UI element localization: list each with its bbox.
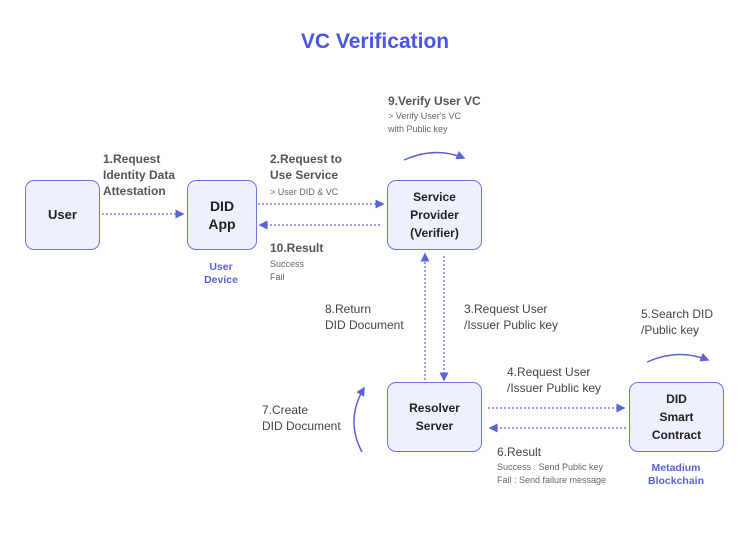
group-metadium-blockchain: Metadium Blockchain xyxy=(647,462,705,487)
step-2-label: 2.Request to Use Service xyxy=(270,152,343,182)
arrow-7 xyxy=(353,386,365,453)
step-1-label: 1.Request Identity Data Attestation xyxy=(103,152,176,198)
arrow-5 xyxy=(646,353,710,363)
node-did-smart-contract[interactable]: DID Smart Contract xyxy=(629,382,724,452)
step-7-label: 7.Create DID Document xyxy=(262,403,341,433)
group-user-device: User Device xyxy=(204,261,238,286)
step-6-label: 6.Result xyxy=(497,445,542,459)
step-9-label: 9.Verify User VC xyxy=(388,94,481,108)
step-10-label: 10.Result xyxy=(270,241,324,255)
step-9-sub: > Verify User's VC with Public key xyxy=(388,111,461,134)
node-service-provider[interactable]: Service Provider (Verifier) xyxy=(387,180,482,250)
step-8-label: 8.Return DID Document xyxy=(325,302,404,332)
step-10-sub: Success Fail xyxy=(270,259,305,282)
step-3-label: 3.Request User /Issuer Public key xyxy=(464,302,559,332)
page-title: VC Verification xyxy=(300,30,450,53)
node-did-app[interactable]: DID App xyxy=(187,180,257,250)
step-2-sub: > User DID & VC xyxy=(270,187,339,197)
node-user[interactable]: User xyxy=(25,180,100,250)
step-5-label: 5.Search DID /Public key xyxy=(641,307,714,337)
node-resolver-server[interactable]: Resolver Server xyxy=(387,382,482,452)
step-6-sub: Success : Send Public key Fail : Send fa… xyxy=(497,462,607,485)
arrow-9 xyxy=(403,150,466,161)
step-4-label: 4.Request User /Issuer Public key xyxy=(507,365,602,395)
